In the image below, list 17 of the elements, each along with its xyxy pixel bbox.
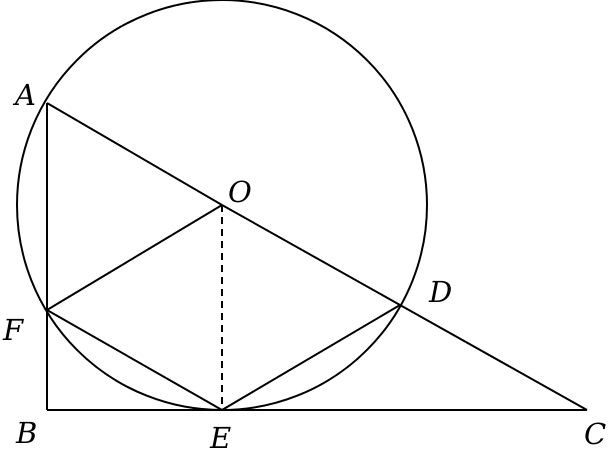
point-label: O — [228, 177, 252, 207]
line-segment — [46, 204, 223, 311]
line-segment — [46, 103, 48, 310]
line-segment — [400, 304, 588, 411]
point-label: D — [429, 277, 452, 307]
point-label: E — [210, 423, 232, 453]
line-segment — [46, 309, 222, 411]
point-label: B — [16, 418, 38, 448]
line-segment — [46, 102, 222, 206]
line-segment — [46, 310, 48, 410]
line-segment — [222, 409, 587, 411]
line-segment — [47, 409, 222, 411]
point-label: A — [15, 80, 36, 110]
point-label: F — [3, 315, 24, 345]
line-segment — [222, 304, 400, 411]
point-label: C — [584, 419, 606, 449]
line-segment — [222, 204, 400, 306]
